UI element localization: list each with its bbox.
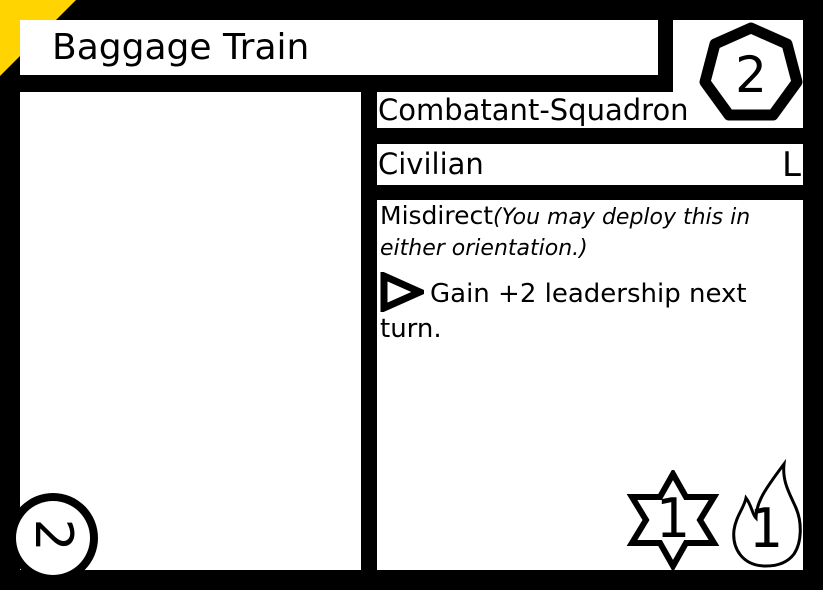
- card-type: Combatant-Squadron: [378, 93, 689, 127]
- ability-text: Gain +2 leadership next turn.: [380, 279, 747, 345]
- rules-box: Misdirect(You may deploy this in either …: [377, 200, 803, 570]
- cost-value: 2: [735, 46, 767, 104]
- loyalty-value: 2: [23, 518, 83, 552]
- type-line-bg: [377, 92, 673, 128]
- loyalty-circle-icon: 2: [16, 501, 90, 575]
- title-bar: Baggage Train: [20, 20, 658, 75]
- flame-icon: [732, 458, 802, 568]
- keyword: Misdirect: [380, 201, 494, 230]
- keyword-line: Misdirect(You may deploy this in either …: [380, 200, 798, 262]
- card-name: Baggage Train: [52, 27, 310, 68]
- reminder-text: (You may deploy this in either orientati…: [380, 205, 751, 261]
- star-stat: 1: [618, 467, 728, 573]
- star-value: 1: [655, 487, 691, 550]
- star-icon: [626, 467, 720, 573]
- flame-value: 1: [748, 497, 784, 560]
- ability-line: Gain +2 leadership next turn.: [380, 270, 798, 347]
- cost-heptagon-icon: 2: [699, 22, 803, 126]
- subtype-line: Civilian L: [377, 144, 803, 185]
- rules-text: Misdirect(You may deploy this in either …: [380, 200, 798, 347]
- flame-stat: 1: [728, 458, 804, 570]
- size-letter: L: [782, 145, 801, 185]
- loyalty-badge: 2: [8, 493, 98, 583]
- triangle-play-icon: [380, 270, 429, 314]
- cost-box: 2: [673, 20, 803, 128]
- card-subtype: Civilian: [378, 147, 484, 181]
- art-area: [20, 92, 361, 570]
